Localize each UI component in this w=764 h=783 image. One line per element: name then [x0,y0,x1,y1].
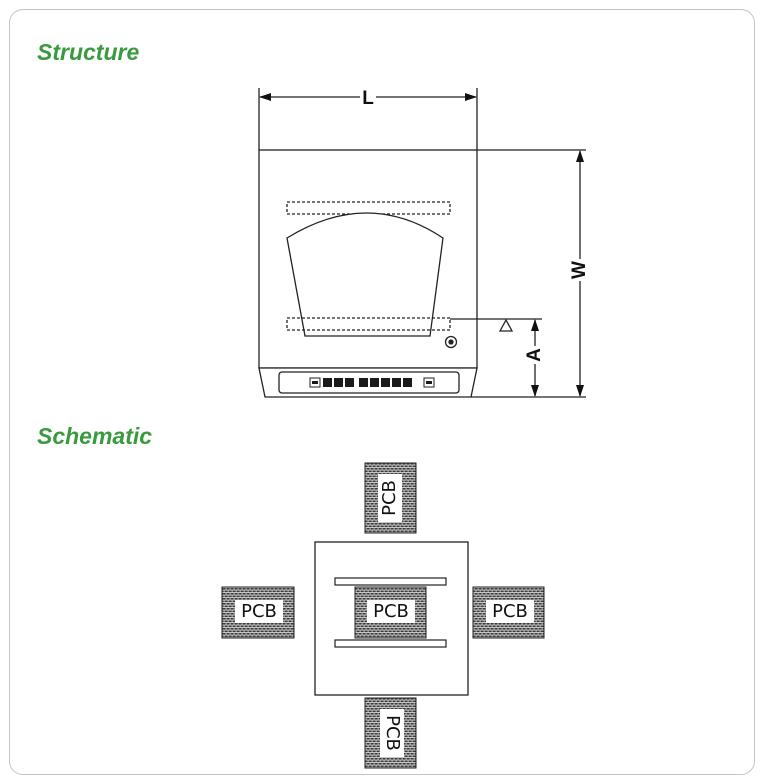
schematic-heading: Schematic [37,423,153,449]
structure-drawing [258,88,586,398]
schematic-lower-rail [334,639,447,648]
dimension-w-label: W [569,261,590,279]
lower-rail [286,317,451,331]
dimension-l-label: L [362,88,374,109]
triangle-icon [498,318,514,332]
dimension-w-label-bg [570,259,590,281]
schematic-drawing: PCB PCB PCB PCB PCB [221,462,545,769]
pcb-board-bottom: PCB [364,697,417,769]
pcb-board-top: PCB [364,462,417,534]
dimension-a-label-bg [526,346,544,364]
pcb-label-bottom: PCB [382,715,403,751]
pcb-board-left: PCB [221,586,295,639]
pcb-label-center: PCB [373,601,409,622]
structure-heading: Structure [37,39,140,65]
dimension-a-label: A [524,348,545,362]
control-buttons [309,377,435,388]
control-panel [278,371,460,394]
knob-icon [444,335,458,349]
schematic-upper-rail [334,577,447,586]
pcb-label-left: PCB [241,601,277,622]
fan-window [286,212,444,337]
pcb-board-center: PCB [354,586,427,639]
dimension-l-label-bg [360,86,376,108]
pcb-label-top: PCB [379,480,400,516]
pcb-board-right: PCB [472,586,545,639]
pcb-label-right: PCB [492,601,528,622]
